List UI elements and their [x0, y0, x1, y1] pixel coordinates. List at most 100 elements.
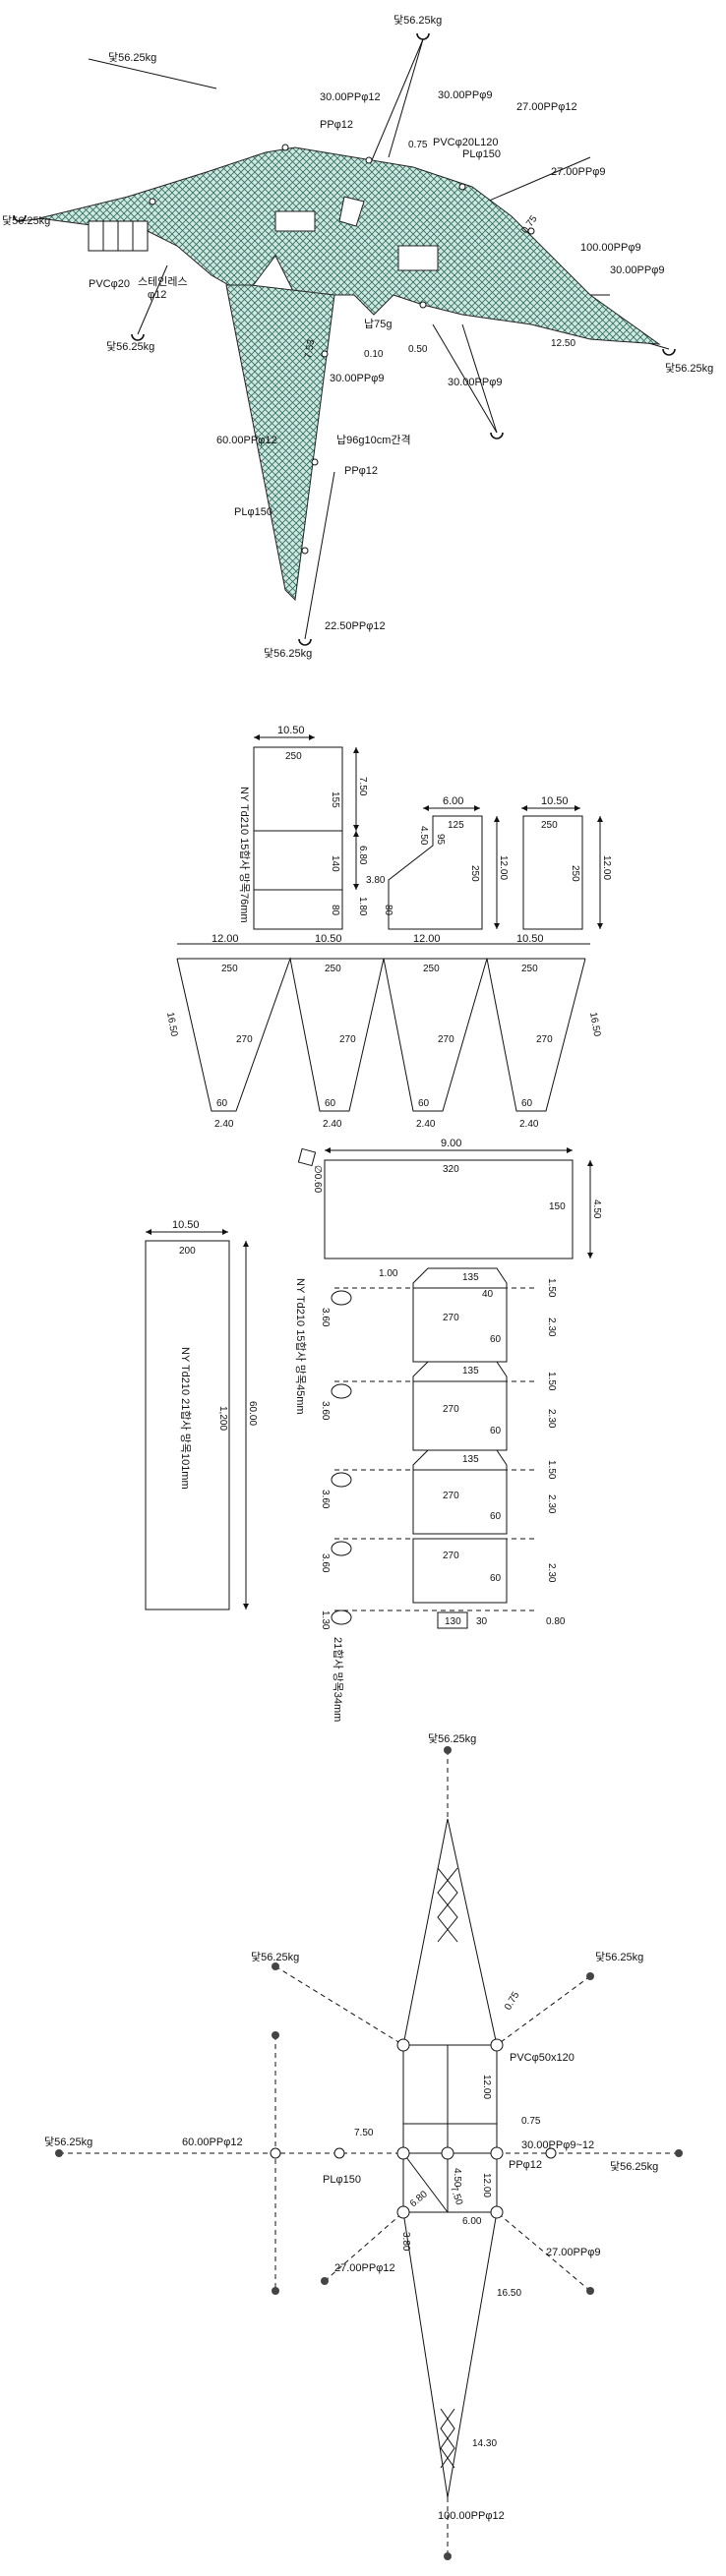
- strip-base-4: 2.40: [519, 1119, 539, 1130]
- block-3-top: 135: [462, 1454, 479, 1465]
- rope-30pp9-a-label: 30.00PPφ9: [330, 373, 384, 384]
- m155: 155: [330, 791, 340, 808]
- strip-diag-right: 16.50: [587, 1012, 602, 1038]
- rope-30pp9-right-label: 30.00PPφ9: [610, 264, 664, 276]
- d450: 4.50: [418, 826, 429, 846]
- stainless-label: 스테인레스: [138, 275, 188, 288]
- h1200-b: 12.00: [601, 855, 612, 880]
- block-3-left-dim: 3.60: [320, 1490, 331, 1509]
- p-rope-60pp12: 60.00PPφ12: [182, 2137, 243, 2148]
- vt-spec3: NY Td210 15합사 망목45mm: [294, 1278, 307, 1415]
- s3-d080: 0.80: [546, 1616, 566, 1627]
- block-2: [331, 1361, 536, 1451]
- plan-ropes: [59, 1750, 679, 2556]
- strip-side-3: 270: [438, 1034, 454, 1045]
- d180: 1.80: [357, 897, 368, 916]
- s3-w900: 9.00: [441, 1138, 461, 1149]
- s3-w1050: 10.50: [172, 1219, 200, 1231]
- anchor-left-label: 닻56.25kg: [2, 214, 50, 227]
- block-3-right-top: 1.50: [546, 1460, 557, 1480]
- panel-a: [253, 746, 343, 930]
- p-rope-27pp9: 27.00PPφ9: [546, 2247, 600, 2258]
- s3-m30: 30: [476, 1616, 488, 1627]
- vt-spec4: 21합사 망목34mm: [332, 1637, 344, 1722]
- s3-m200: 200: [179, 1246, 196, 1257]
- strip-top-2: 250: [325, 964, 341, 974]
- pl150-top-label: PLφ150: [462, 148, 501, 160]
- block-3: [331, 1449, 536, 1535]
- block-4-left-dim: 3.60: [320, 1553, 331, 1573]
- dim-075-top: 0.75: [408, 140, 428, 150]
- block-1-side: 60: [490, 1334, 502, 1345]
- strip-base-2: 2.40: [323, 1119, 342, 1130]
- strip-top-1: 250: [221, 964, 238, 974]
- dim-1250: 12.50: [551, 338, 575, 349]
- strip-diag-left: 16.50: [164, 1012, 179, 1038]
- p-anchor-ur: 닻56.25kg: [595, 1951, 643, 1963]
- strip-bottom-1: 60: [216, 1098, 228, 1109]
- block-1-left-dim: 3.60: [320, 1308, 331, 1327]
- block-1-right-mid: 2.30: [546, 1317, 557, 1337]
- panel-c: [522, 815, 583, 930]
- pp12-top-label: PPφ12: [320, 119, 353, 131]
- vt-spec2: NY Td210 21합사 망목101mm: [179, 1347, 192, 1490]
- w1050-b: 10.50: [541, 795, 569, 807]
- strip-side-2: 270: [339, 1034, 356, 1045]
- w600: 6.00: [443, 795, 463, 807]
- strip-width-4: 10.50: [516, 933, 544, 945]
- strip-top-3: 250: [423, 964, 440, 974]
- rope-100pp9-label: 100.00PPφ9: [580, 242, 641, 254]
- m250-d: 250: [570, 865, 580, 882]
- block-2-right-top: 1.50: [546, 1372, 557, 1391]
- section-side-panels: 10.50 200 NY Td210 21합사 망목101mm 60.00 1,…: [145, 1138, 602, 1722]
- rope-30pp9-b-label: 30.00PPφ9: [448, 377, 502, 388]
- m250-c: 250: [541, 820, 558, 831]
- strip-width-3: 12.00: [413, 933, 441, 945]
- block-2-left-dim: 3.60: [320, 1401, 331, 1421]
- w1050-a: 10.50: [277, 725, 305, 736]
- p-rope-30pp9-12: 30.00PPφ9~12: [521, 2139, 594, 2151]
- zigzag-strip: [176, 943, 590, 1112]
- vt-spec1: NY Td210 15합사 망목76mm: [238, 787, 251, 923]
- rope-225pp12-label: 22.50PPφ12: [325, 620, 386, 632]
- s3-d450: 4.50: [591, 1200, 602, 1219]
- block-3-side: 60: [490, 1511, 502, 1522]
- dim-753: 7.53: [303, 338, 317, 360]
- rope-30pp12-label: 30.00PPφ12: [320, 91, 381, 103]
- lead75-label: 납75g: [364, 318, 392, 330]
- m250-b: 250: [469, 865, 480, 882]
- m80-a: 80: [330, 905, 340, 916]
- stainless-dia-label: φ12: [148, 289, 166, 301]
- s3-d100: 1.00: [379, 1268, 398, 1279]
- rope-30pp9-top-label: 30.00PPφ9: [438, 89, 492, 101]
- top-panel: [324, 1159, 574, 1259]
- m140: 140: [330, 855, 340, 872]
- plan-lattice: [437, 1867, 458, 2469]
- s3-m1200: 1,200: [217, 1406, 228, 1431]
- p-d750: 7.50: [354, 2128, 374, 2138]
- s3-m40: 40: [482, 1289, 494, 1300]
- strip-base-1: 2.40: [214, 1119, 234, 1130]
- d750: 7.50: [357, 777, 368, 796]
- block-2-side: 60: [490, 1426, 502, 1436]
- p-d450: 4.50: [452, 2168, 462, 2188]
- block-2-top: 135: [462, 1366, 479, 1376]
- lead96-label: 납96g10cm간격: [336, 434, 411, 446]
- block-1-top: 135: [462, 1272, 479, 1283]
- p-pvc50: PVCφ50x120: [510, 2052, 575, 2064]
- h1200-a: 12.00: [498, 855, 509, 880]
- p-pl150: PLφ150: [323, 2174, 361, 2186]
- p-d380: 3.80: [400, 2232, 411, 2252]
- dim-010: 0.10: [364, 349, 384, 360]
- strip-top-4: 250: [521, 964, 538, 974]
- m250-a: 250: [285, 751, 302, 762]
- p-d1200-b: 12.00: [481, 2173, 492, 2197]
- block-4-mid: 270: [443, 1551, 459, 1561]
- strip-bottom-2: 60: [325, 1098, 336, 1109]
- dim-075-right: 0.75: [519, 213, 539, 236]
- section-plan-view: 닻56.25kg 닻56.25kg 닻56.25kg 닻56.25kg 닻56.…: [44, 1732, 683, 2560]
- p-d1650: 16.50: [497, 2288, 521, 2299]
- pvc-pipe-box: [88, 220, 149, 252]
- block-3-right-mid: 2.30: [546, 1494, 557, 1514]
